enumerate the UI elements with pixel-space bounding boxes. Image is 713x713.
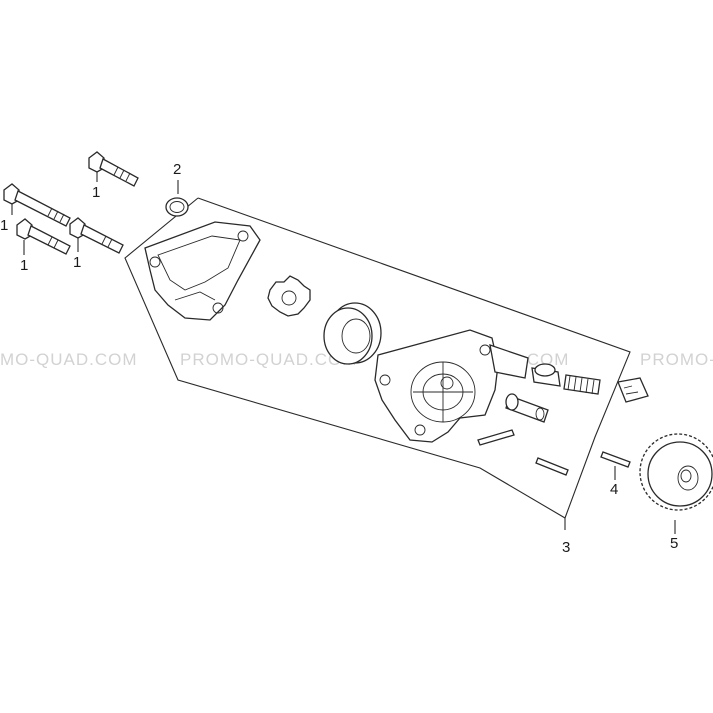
callout-o-ring: 2 xyxy=(173,161,182,178)
dowel-pin-a xyxy=(477,429,515,446)
callout-bolt-c: 1 xyxy=(20,257,29,274)
relief-spring xyxy=(563,374,601,395)
callout-pump-assembly: 3 xyxy=(562,539,571,556)
bolt-c xyxy=(16,218,71,255)
watermark-center: PROMO-QUAD.COM xyxy=(180,350,358,369)
assembly-outline-top xyxy=(197,197,631,519)
bolt-b xyxy=(3,183,71,227)
callout-bolt-d: 1 xyxy=(73,254,82,271)
outer-rotor xyxy=(323,302,382,365)
watermark-left: MO-QUAD.COM xyxy=(0,350,138,369)
callout-dowel-pin: 4 xyxy=(610,481,619,498)
o-ring xyxy=(165,197,189,217)
pump-body xyxy=(374,329,529,443)
assembly-outline xyxy=(124,197,566,530)
drive-gear xyxy=(639,433,713,511)
pump-cover xyxy=(144,221,261,321)
callout-drive-gear: 5 xyxy=(670,535,679,552)
plug-screw xyxy=(617,377,649,403)
dowel-pin-b xyxy=(535,457,569,476)
dowel-pin-part-4 xyxy=(600,451,631,468)
inner-rotor xyxy=(267,275,311,317)
callout-bolt-b: 1 xyxy=(0,217,9,234)
watermark-right: PROMO- xyxy=(640,350,713,369)
bolt-d xyxy=(69,217,124,254)
bolt-a xyxy=(88,151,139,187)
relief-plunger xyxy=(531,363,561,387)
callout-bolt-a: 1 xyxy=(92,184,101,201)
pump-shaft xyxy=(505,393,549,423)
